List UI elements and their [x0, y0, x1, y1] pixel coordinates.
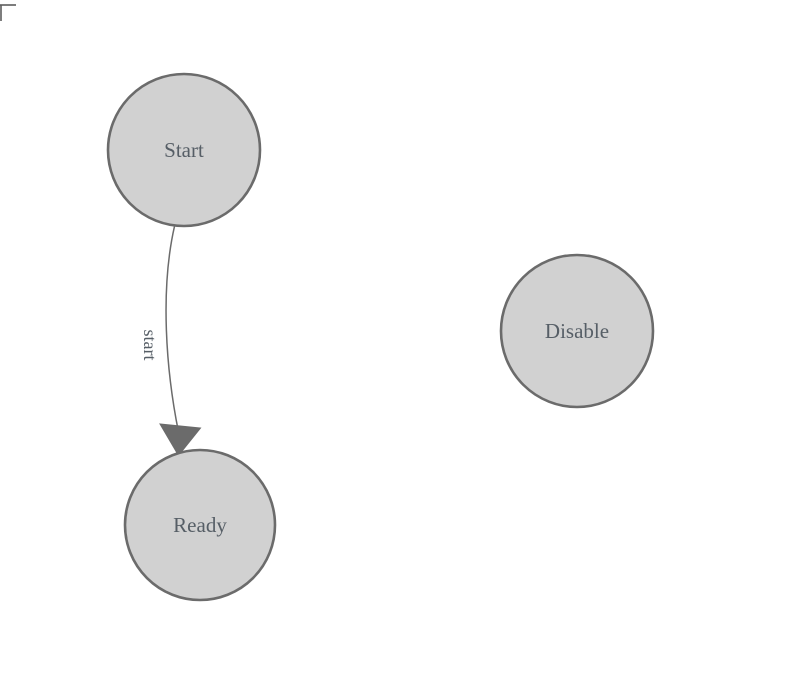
edge-start-to-ready-label: start [140, 330, 160, 361]
node-ready-label: Ready [173, 513, 227, 537]
node-start[interactable]: Start [106, 72, 262, 228]
node-disable-label: Disable [545, 319, 609, 343]
node-ready-circle[interactable] [123, 448, 277, 602]
node-disable[interactable]: Disable [499, 253, 655, 409]
edge-start-to-ready-arrowhead [159, 423, 202, 457]
node-ready[interactable]: Ready [123, 448, 277, 602]
selection-corner-mark [0, 4, 16, 21]
node-start-label: Start [164, 138, 204, 162]
node-disable-circle[interactable] [499, 253, 655, 409]
edge-start-to-ready-path [165, 226, 180, 433]
node-start-circle[interactable] [106, 72, 262, 228]
edge-start-to-ready[interactable]: start [140, 226, 202, 457]
